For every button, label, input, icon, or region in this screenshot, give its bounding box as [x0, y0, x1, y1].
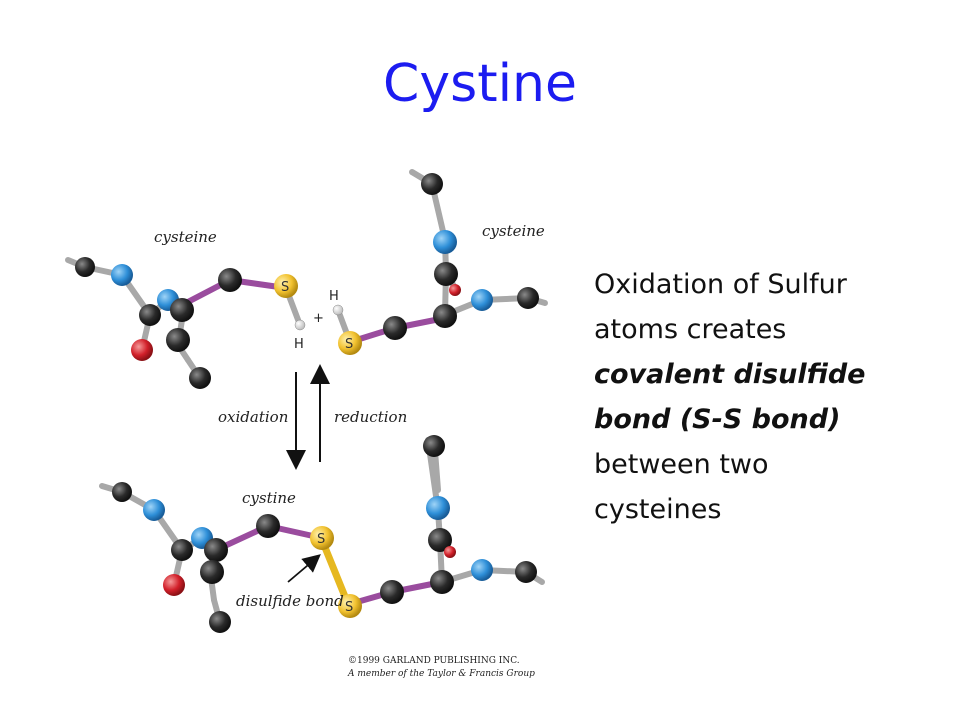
copyright-line-1: ©1999 GARLAND PUBLISHING INC. [348, 656, 520, 666]
cystine-figure: S H + H [50, 160, 560, 690]
sulfur-label-top-left: S [281, 280, 289, 295]
label-cysteine-right: cysteine [482, 222, 545, 240]
sulfur-label-bottom-upper: S [317, 532, 325, 547]
sulfur-label-top-right: S [345, 337, 353, 352]
cysteine-pair-top: S H + H [65, 169, 548, 389]
label-reduction: reduction [334, 408, 407, 426]
slide-title: Cystine [383, 54, 577, 114]
cystine-molecule: S S cystine disulfide bond [99, 435, 545, 633]
body-line-3-emphasis: covalent disulfide [594, 359, 866, 390]
hydrogen-label-left: H [294, 337, 304, 352]
body-line-6: cysteines [594, 494, 722, 525]
body-line-4-emphasis: bond (S-S bond) [594, 404, 841, 435]
sulfur-label-bottom-lower: S [345, 600, 353, 615]
body-line-5: between two [594, 449, 769, 480]
label-disulfide-bond: disulfide bond [236, 592, 344, 610]
label-oxidation: oxidation [218, 408, 288, 426]
hydrogen-label-right: H [329, 289, 339, 304]
label-cystine: cystine [242, 489, 296, 507]
molecule-diagram: S H + H [65, 169, 548, 679]
copyright-line-2: A member of the Taylor & Francis Group [347, 669, 535, 679]
reaction-arrows: oxidation reduction [218, 364, 407, 470]
disulfide-pointer-arrow [287, 554, 321, 583]
plus-sign: + [313, 311, 324, 326]
disulfide-bond-line [318, 536, 352, 608]
slide-body-text: Oxidation of Sulfur atoms creates covale… [594, 262, 924, 532]
body-line-1: Oxidation of Sulfur [594, 269, 847, 300]
body-line-2: atoms creates [594, 314, 787, 345]
label-cysteine-left: cysteine [154, 228, 217, 246]
